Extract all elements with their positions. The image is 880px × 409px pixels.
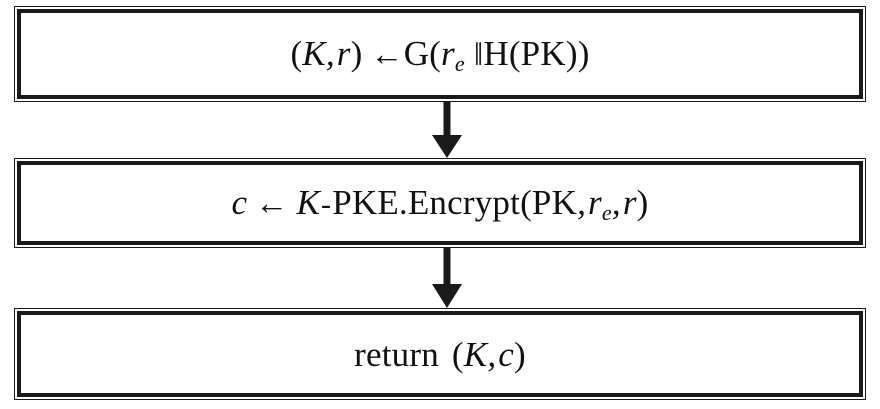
flowchart-node-3-label: return (K,c): [354, 337, 526, 372]
variable-r: r: [336, 34, 351, 73]
comma: ,: [487, 334, 497, 374]
close-paren-2: ): [577, 34, 590, 73]
variable-re-subscript: e: [601, 200, 612, 226]
connector-arrow-1: [432, 102, 462, 158]
down-arrow-icon: [432, 102, 462, 158]
open-paren-3: (: [508, 34, 521, 73]
variable-K: K: [463, 334, 488, 374]
open-paren: (: [451, 334, 464, 374]
variable-K: K: [296, 183, 320, 222]
public-key-PK: PK: [531, 183, 578, 222]
variable-c: c: [231, 183, 248, 222]
hyphen: -: [320, 188, 332, 221]
left-arrow-icon: ←: [370, 37, 404, 73]
scheme-name: PKE.Encrypt: [332, 183, 521, 222]
public-key-PK: PK: [520, 34, 566, 73]
variable-K: K: [302, 34, 326, 73]
comma-2: ,: [611, 183, 621, 222]
close-paren: ): [350, 34, 363, 73]
comma-1: ,: [325, 34, 335, 73]
variable-re-subscript: e: [454, 51, 465, 77]
left-arrow-icon: ←: [255, 186, 289, 222]
open-paren: (: [290, 34, 303, 73]
open-paren-2: (: [429, 34, 442, 73]
flowchart-node-1: (K,r)←G(re‖H(PK)): [14, 6, 866, 102]
down-arrow-icon: [432, 248, 462, 308]
comma-1: ,: [577, 183, 587, 222]
variable-re-base: r: [588, 183, 602, 222]
variable-r: r: [622, 183, 637, 222]
keyword-return: return: [354, 334, 439, 374]
close-paren: ): [636, 183, 649, 222]
variable-re-base: r: [441, 34, 455, 73]
concat-symbol: ‖: [473, 37, 484, 73]
function-G: G: [403, 34, 430, 73]
flowchart-node-3: return (K,c): [14, 308, 866, 400]
close-paren-3: ): [565, 34, 578, 73]
connector-arrow-2: [432, 248, 462, 308]
variable-c: c: [498, 334, 515, 374]
flowchart-node-3-body: return (K,c): [17, 311, 863, 397]
flowchart-node-2: c←K-PKE.Encrypt(PK,re,r): [14, 158, 866, 248]
flowchart-node-1-body: (K,r)←G(re‖H(PK)): [17, 9, 863, 99]
close-paren: ): [514, 334, 526, 374]
flowchart-node-1-label: (K,r)←G(re‖H(PK)): [290, 34, 590, 75]
open-paren: (: [520, 183, 532, 222]
flowchart-node-2-label: c←K-PKE.Encrypt(PK,re,r): [231, 183, 649, 224]
flowchart-node-2-body: c←K-PKE.Encrypt(PK,re,r): [17, 161, 863, 245]
function-H: H: [483, 34, 509, 73]
